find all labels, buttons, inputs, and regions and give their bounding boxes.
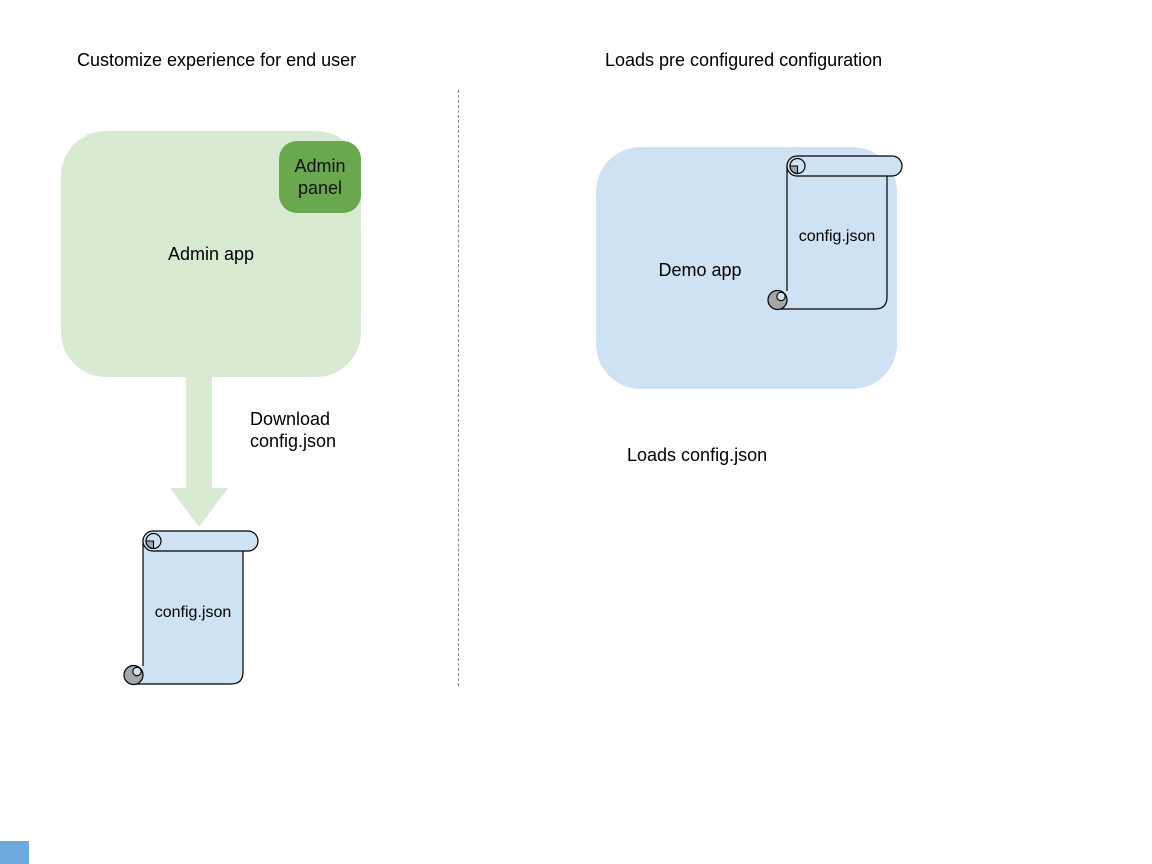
section-divider — [458, 90, 459, 686]
admin-panel-box: Admin panel — [279, 141, 361, 213]
admin-panel-label: Admin panel — [294, 156, 346, 198]
config-json-label-right: config.json — [798, 228, 876, 245]
loads-config-caption: Loads config.json — [627, 445, 768, 465]
right-section-title: Loads pre configured configuration — [605, 50, 883, 70]
corner-square-shape — [0, 841, 29, 864]
config-json-label-left: config.json — [154, 604, 232, 621]
down-arrow-icon — [170, 376, 228, 527]
left-section-title: Customize experience for end user — [77, 50, 357, 70]
demo-app-label: Demo app — [658, 260, 742, 280]
download-caption: Download config.json — [250, 409, 337, 451]
admin-app-label: Admin app — [167, 244, 255, 264]
